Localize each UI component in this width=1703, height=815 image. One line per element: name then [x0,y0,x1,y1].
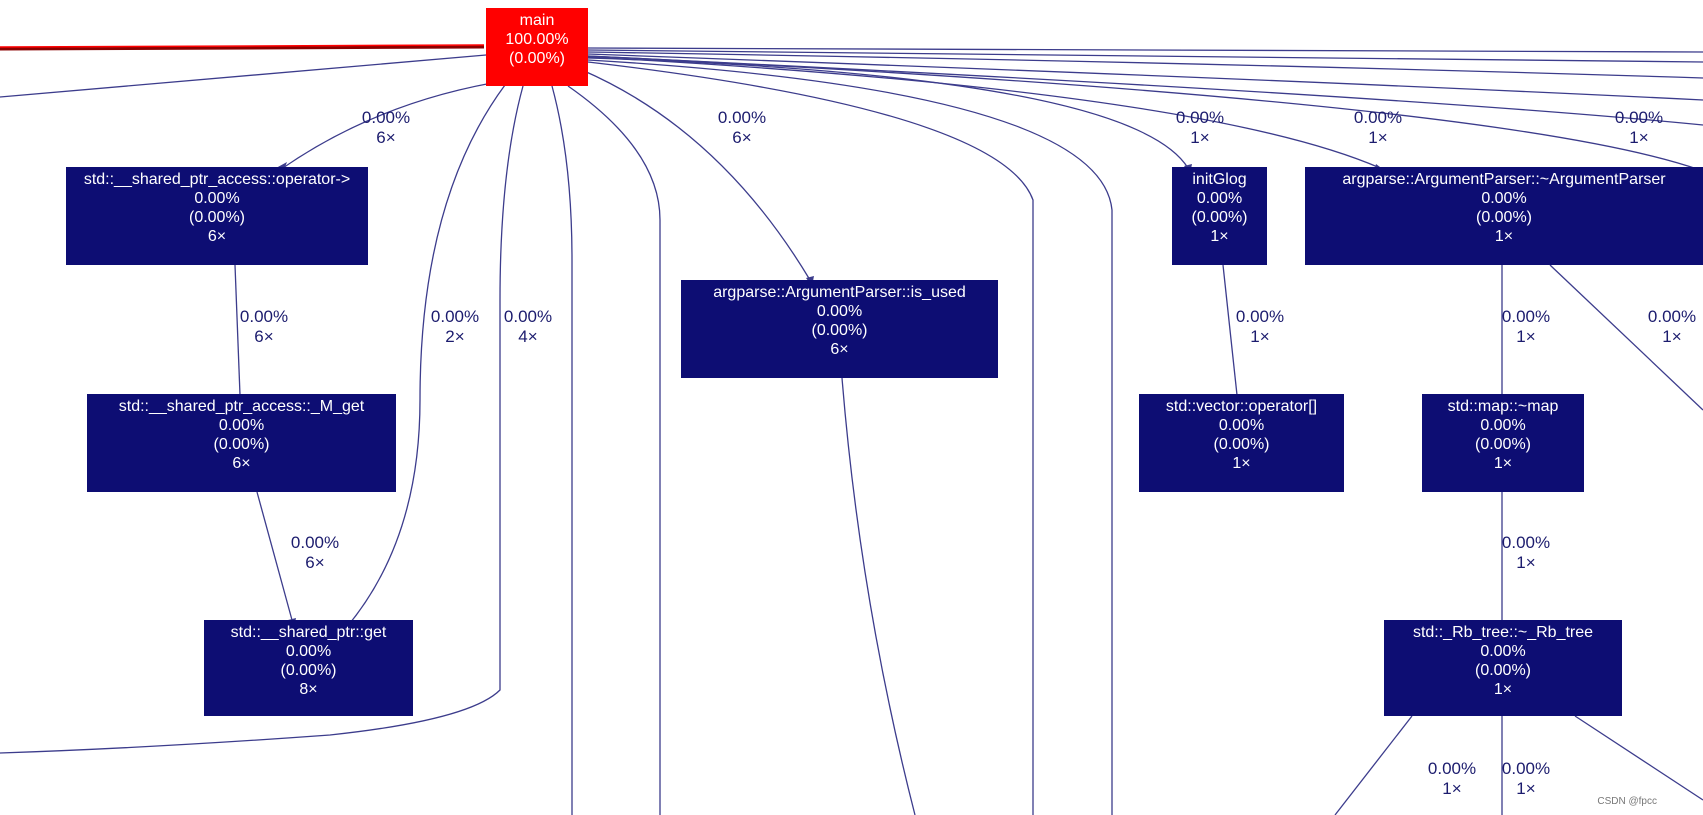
node-total: 0.00% [285,643,332,660]
node-self: (0.00%) [1213,436,1270,453]
edge-main-far [587,55,1701,171]
node-main-total: 100.00% [505,31,569,48]
edge-label-main-initglog: 0.00%1× [1175,108,1225,147]
node-self: (0.00%) [213,436,270,453]
node-name: std::__shared_ptr_access::_M_get [118,398,365,415]
node-name: std::map::~map [1447,398,1559,415]
node-name: initGlog [1192,171,1247,188]
node-self: (0.00%) [1474,436,1532,453]
node-main-name: main [519,12,555,29]
edge-opaccess-mget [234,264,241,396]
edge-label-mget-get: 0.00%6× [290,533,340,572]
edge-label-rbtree-b: 0.00%1× [1501,759,1551,798]
edge-label-map-rbtree: 0.00%1× [1501,533,1551,572]
node-main[interactable]: main 100.00% (0.00%) [486,8,588,86]
node-self: (0.00%) [188,209,246,226]
node-argparser-is-used[interactable]: argparse::ArgumentParser::is_used 0.00% … [681,280,998,378]
edge-main-isused [581,69,811,281]
edge-main-dtor [587,56,1381,169]
node-name: argparse::ArgumentParser::~ArgumentParse… [1342,171,1666,188]
edge-label-main-opaccess: 0.00%6× [361,108,411,147]
node-calls: 1× [1493,681,1513,698]
edge-label-dtor-map: 0.00%1× [1501,307,1551,346]
node-map-destructor[interactable]: std::map::~map 0.00% (0.00%) 1× [1422,394,1584,492]
node-main-self: (0.00%) [508,50,566,67]
node-name: std::vector::operator[] [1165,398,1318,415]
edge-main-down-1 [551,85,573,815]
edge-main-down-2 [567,85,661,815]
node-total: 0.00% [1481,190,1527,207]
edge-label-main-right: 0.00%1× [1614,108,1664,147]
node-calls: 6× [232,455,251,472]
edge-left-curve [0,54,487,98]
edge-main-opaccess [279,79,511,171]
node-total: 0.00% [1480,643,1526,660]
edge-label-opaccess-mget: 0.00%6× [239,307,289,346]
edge-rbtree-a [1334,715,1413,815]
node-total: 0.00% [816,303,863,320]
node-calls: 1× [1493,455,1513,472]
edge-label-rbtree-a: 0.00%1× [1427,759,1477,798]
edge-main-down-3 [587,61,1034,815]
node-total: 0.00% [218,417,265,434]
edge-label-main-isused: 0.00%6× [717,108,767,147]
edge-main-down-4 [587,59,1113,815]
node-calls: 6× [830,341,849,358]
node-self: (0.00%) [1474,662,1532,679]
node-calls: 1× [1210,228,1229,245]
edge-initglog-vector [1222,264,1238,396]
edge-main-initglog [587,57,1189,169]
edge-dtor-right [1549,264,1703,411]
node-name: std::__shared_ptr::get [230,624,387,641]
node-total: 0.00% [1218,417,1265,434]
edge-isused-down [841,377,916,815]
edge-main-right-5 [587,55,1703,126]
node-self: (0.00%) [811,322,868,339]
edge-label-main-dtor: 0.00%1× [1353,108,1403,147]
node-shared-ptr-access-mget[interactable]: std::__shared_ptr_access::_M_get 0.00% (… [87,394,396,492]
node-self: (0.00%) [1191,209,1248,226]
node-argparser-destructor[interactable]: argparse::ArgumentParser::~ArgumentParse… [1305,167,1703,265]
edge-label-main-get2: 0.00%2× [430,307,480,346]
node-calls: 1× [1494,228,1514,245]
node-rbtree-destructor[interactable]: std::_Rb_tree::~_Rb_tree 0.00% (0.00%) 1… [1384,620,1622,716]
node-self: (0.00%) [1475,209,1533,226]
node-total: 0.00% [1196,190,1243,207]
watermark: CSDN @fpcc [1597,796,1657,807]
node-calls: 1× [1232,455,1251,472]
node-calls: 6× [207,228,227,245]
node-vector-operator[interactable]: std::vector::operator[] 0.00% (0.00%) 1× [1139,394,1344,492]
node-initglog[interactable]: initGlog 0.00% (0.00%) 1× [1172,167,1267,265]
node-calls: 8× [299,681,318,698]
edge-main-right-1 [587,47,1703,53]
node-name: std::__shared_ptr_access::operator-> [83,171,351,188]
node-shared-ptr-access-operator[interactable]: std::__shared_ptr_access::operator-> 0.0… [66,167,368,265]
edge-label-dtor-right: 0.00%1× [1647,307,1697,346]
edge-main-get2 [345,84,506,629]
edge-main-right-3 [587,51,1703,79]
edge-left-in-1 [0,45,485,51]
edge-label-main-4: 0.00%4× [503,307,553,346]
edge-left-in-2 [0,44,485,48]
edge-rbtree-c [1574,715,1703,801]
edge-main-right-4 [587,53,1703,101]
node-name: std::_Rb_tree::~_Rb_tree [1412,624,1594,641]
node-shared-ptr-get[interactable]: std::__shared_ptr::get 0.00% (0.00%) 8× [204,620,413,716]
node-self: (0.00%) [280,662,337,679]
node-total: 0.00% [1480,417,1526,434]
edge-main-4 [0,85,524,754]
edge-mget-get [256,491,293,621]
edge-label-initglog-vector: 0.00%1× [1235,307,1285,346]
node-total: 0.00% [194,190,240,207]
node-name: argparse::ArgumentParser::is_used [713,284,966,301]
